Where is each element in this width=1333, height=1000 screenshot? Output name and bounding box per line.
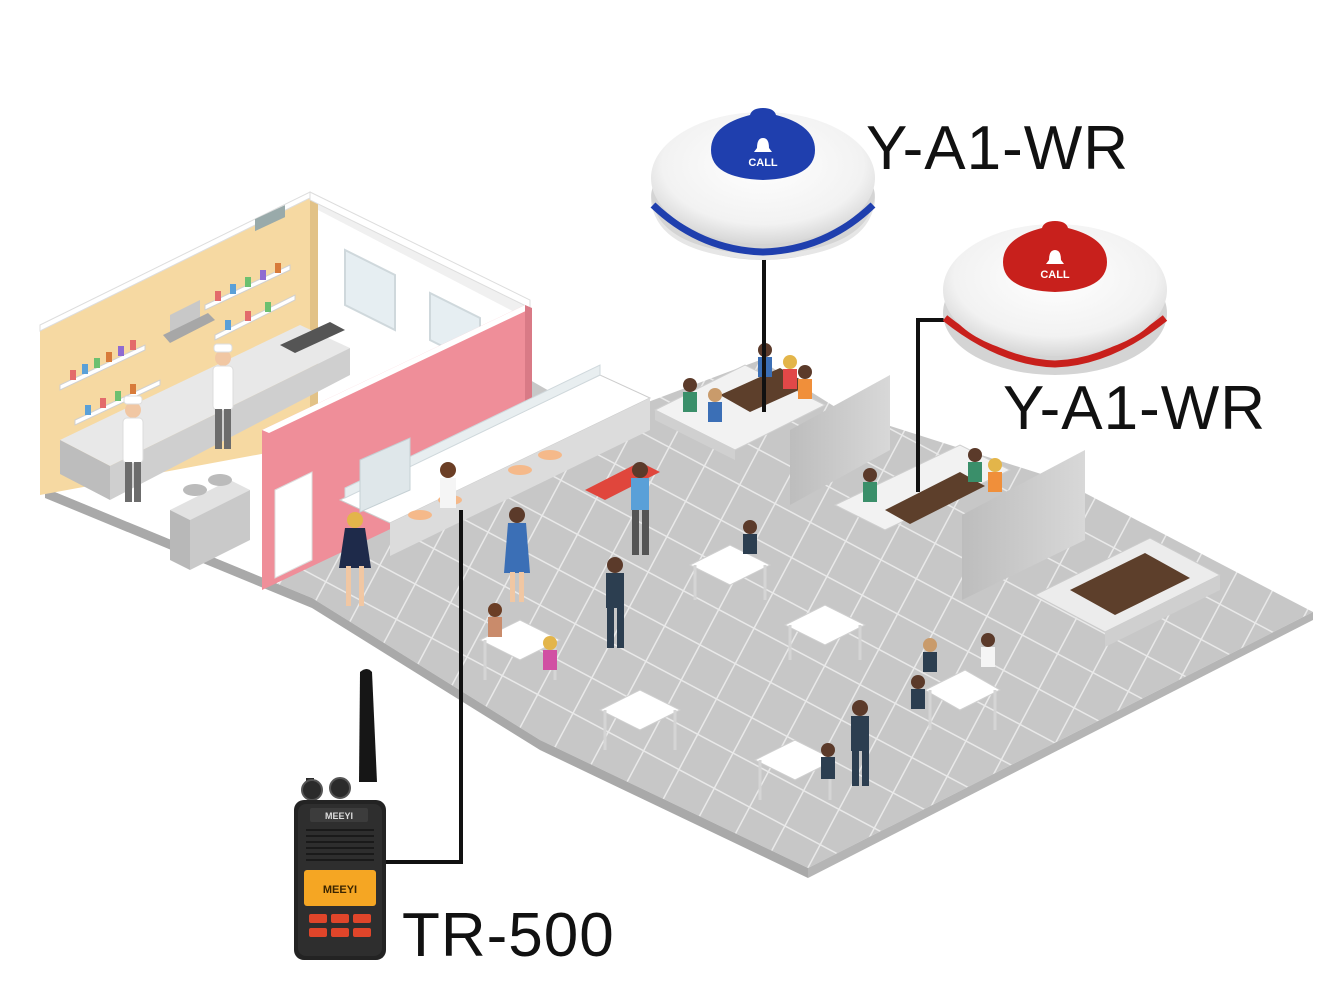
shelf-items <box>70 263 281 415</box>
connector-lines <box>383 258 950 864</box>
model-label-call-button-red: Y-A1-WR <box>1003 374 1267 443</box>
bell-icon <box>1046 250 1064 264</box>
radio-screen-brand: MEEYI <box>323 884 357 896</box>
model-label-radio: TR-500 <box>402 901 615 970</box>
two-way-radio: MEEYI MEEYI <box>294 669 386 960</box>
chef-2 <box>212 343 234 449</box>
seated-diners <box>488 520 995 779</box>
service-counter <box>338 364 660 556</box>
radio-brand: MEEYI <box>325 811 353 821</box>
radio-screen <box>304 870 376 906</box>
radio-antenna <box>359 669 377 782</box>
connector-radio <box>383 510 463 864</box>
radio-brand-plate <box>310 808 368 822</box>
call-button-blue-text: CALL <box>748 157 778 169</box>
radio-knob-right <box>329 777 351 799</box>
bell-icon <box>754 138 772 152</box>
connector-red-button <box>916 318 950 492</box>
floor-edge <box>45 488 808 878</box>
cashier <box>440 462 456 508</box>
door <box>274 471 313 579</box>
customer-blue <box>504 507 530 602</box>
chef-1 <box>122 395 144 502</box>
radio-speaker-grille <box>306 829 374 861</box>
diners-booth-2 <box>863 448 1002 502</box>
call-button-red: CALL <box>942 221 1168 375</box>
waiter-2 <box>851 700 869 786</box>
booth-1 <box>653 364 890 505</box>
radio-knob-left <box>301 779 323 801</box>
sofa-booth <box>1033 537 1222 647</box>
range-hood <box>170 300 200 337</box>
model-label-call-button-blue: Y-A1-WR <box>866 114 1130 183</box>
waiter-1 <box>606 557 624 648</box>
call-button-red-text: CALL <box>1040 269 1070 281</box>
customer-walking <box>631 462 649 555</box>
radio-keypad <box>309 914 371 937</box>
waitress <box>339 512 371 606</box>
call-button-blue: CALL <box>650 108 876 260</box>
